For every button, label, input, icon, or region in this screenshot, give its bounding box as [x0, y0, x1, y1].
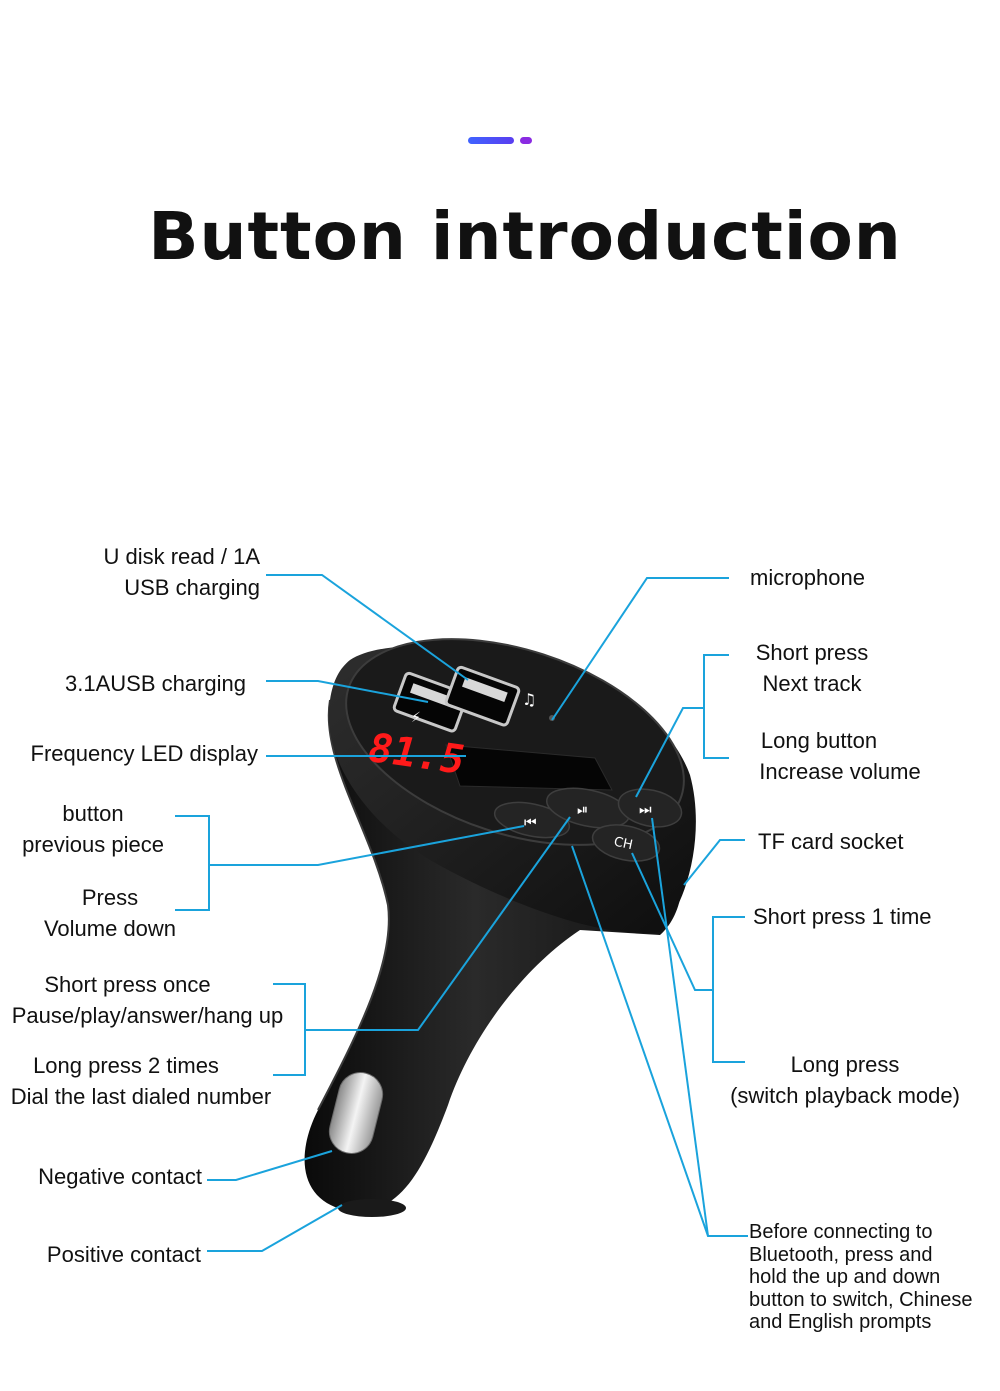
label-prev-button-line1: button: [62, 801, 124, 826]
label-note-line2: Bluetooth, press and: [749, 1243, 933, 1266]
positive-contact-tip: [338, 1199, 406, 1217]
label-next-short: Short press Next track: [742, 637, 882, 699]
page-title: Button introduction: [148, 198, 902, 275]
play-pause-icon: ⏯: [577, 802, 588, 818]
label-next-long: Long button Increase volume: [750, 725, 930, 787]
leader-play: [305, 816, 571, 1031]
label-note-line3: hold the up and down: [749, 1266, 941, 1288]
ch-button[interactable]: CH: [589, 819, 663, 866]
label-prev-volume-line1: Press: [81, 885, 139, 910]
label-play-short-line1: Short press once: [44, 972, 211, 997]
charge-bolt-icon: ⚡: [411, 710, 421, 726]
leader-ch: [631, 852, 713, 991]
prev-track-icon: ⏮: [524, 815, 537, 831]
leader-positive: [207, 1204, 343, 1252]
next-button[interactable]: ⏭: [615, 784, 685, 833]
label-ch-long: Long press (switch playback mode): [722, 1049, 968, 1111]
label-ch-long-line1: Long press: [790, 1052, 900, 1077]
ch-label: CH: [612, 835, 634, 854]
label-prev-volume: Press Volume down: [30, 882, 190, 944]
label-ch-long-line2: (switch playback mode): [730, 1083, 960, 1108]
label-note: Before connecting to Bluetooth, press an…: [749, 1221, 972, 1334]
leader-next-bracket: [703, 654, 729, 759]
label-next-short-line2: Next track: [762, 671, 862, 696]
leader-next: [635, 707, 704, 798]
label-play-short: Short press once Pause/play/answer/hang …: [0, 969, 295, 1031]
label-positive: Positive contact: [46, 1242, 201, 1267]
negative-contact-pin: [328, 1072, 384, 1154]
label-microphone: microphone: [750, 565, 865, 590]
label-play-long-line2: Dial the last dialed number: [10, 1084, 272, 1109]
leader-lines: [175, 574, 748, 1252]
label-usb-read-line2: USB charging: [124, 575, 260, 600]
leader-prev: [209, 825, 525, 866]
usb-port-left: [392, 671, 469, 733]
label-usb-read: U disk read / 1A USB charging: [60, 541, 260, 603]
leader-microphone: [551, 577, 729, 721]
label-note-line5: and English prompts: [749, 1311, 932, 1333]
accent-dot-purple: [520, 137, 532, 144]
label-usb-read-line1: U disk read / 1A: [103, 544, 260, 569]
label-next-long-line1: Long button: [760, 728, 878, 753]
label-play-long-line1: Long press 2 times: [33, 1053, 219, 1078]
label-led-display: Frequency LED display: [30, 741, 258, 766]
next-track-icon: ⏭: [639, 802, 652, 818]
leader-usb-31: [266, 680, 429, 703]
label-prev-button: button previous piece: [18, 798, 168, 860]
leader-note-2: [651, 817, 709, 1237]
label-usb-31: 3.1AUSB charging: [65, 671, 246, 696]
music-note-icon: ♫: [522, 690, 536, 709]
label-ch-short: Short press 1 time: [753, 904, 932, 929]
usb-port-right: [444, 665, 521, 727]
label-play-long: Long press 2 times Dial the last dialed …: [0, 1050, 282, 1112]
leader-negative: [207, 1150, 333, 1181]
leader-usb-read: [266, 574, 469, 681]
label-tf-socket: TF card socket: [758, 829, 904, 854]
label-negative: Negative contact: [38, 1164, 202, 1189]
label-note-line1: Before connecting to: [749, 1221, 933, 1243]
label-next-short-line1: Short press: [755, 640, 869, 665]
label-play-short-line2: Pause/play/answer/hang up: [11, 1003, 284, 1028]
accent-bar-blue: [468, 137, 514, 144]
label-note-line4: button to switch, Chinese: [749, 1288, 973, 1311]
label-next-long-line2: Increase volume: [759, 759, 921, 784]
label-prev-button-line2: previous piece: [22, 832, 164, 857]
leader-ch-bracket: [712, 916, 745, 1063]
leader-prev-bracket: [175, 815, 210, 911]
leader-tf: [683, 839, 745, 886]
label-prev-volume-line2: Volume down: [43, 916, 177, 941]
